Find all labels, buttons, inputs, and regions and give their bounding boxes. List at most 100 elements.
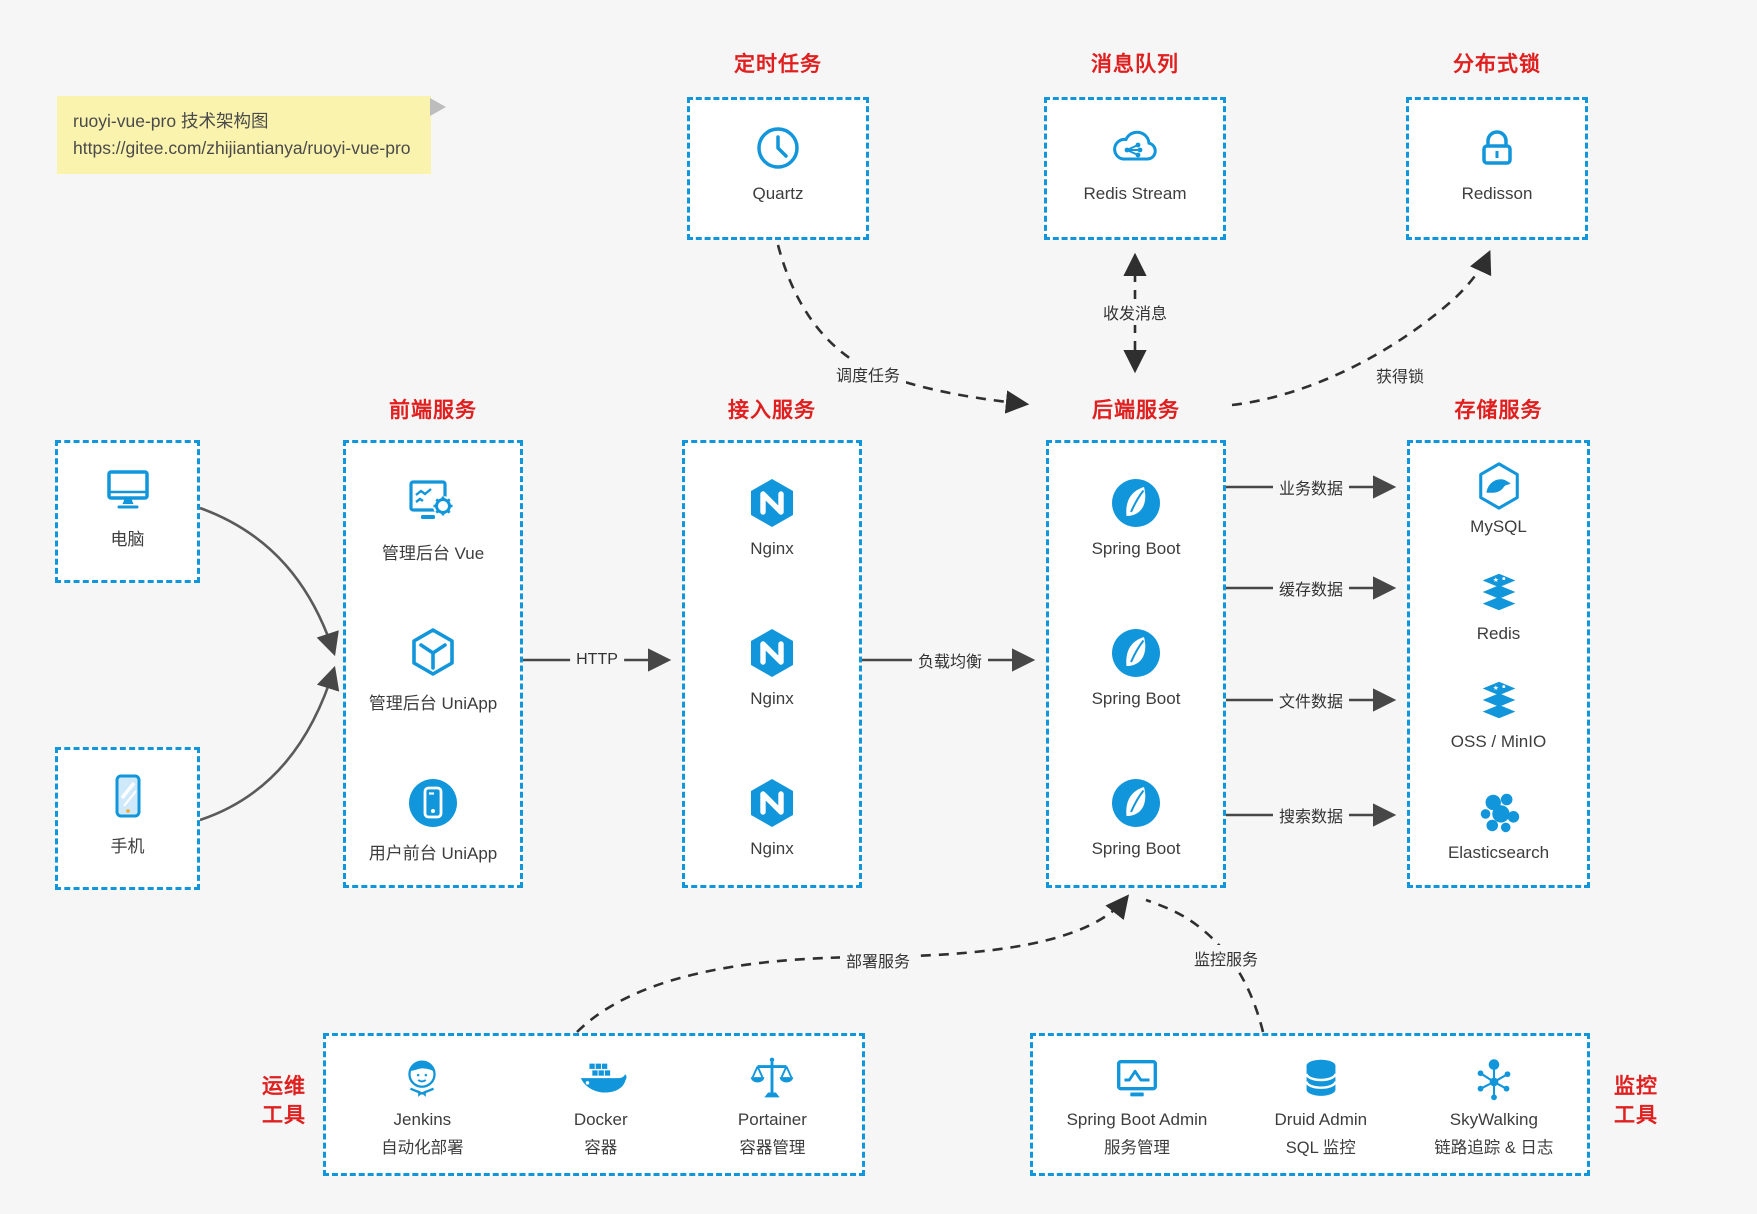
monitoring-title-line2: 工具 <box>1614 1104 1658 1128</box>
redisson-box: Redisson <box>1406 97 1588 240</box>
network-icon <box>1477 1058 1511 1100</box>
quartz-item: Quartz <box>690 120 866 204</box>
note-fold-corner <box>429 98 446 116</box>
redis-stack-icon <box>1482 573 1515 611</box>
monitoring-item-sba: Spring Boot Admin 服务管理 <box>1066 1054 1208 1158</box>
quartz-box: Quartz <box>687 97 869 240</box>
frontend-item-user-uniapp: 用户前台 UniApp <box>346 775 520 864</box>
edge-label-http: HTTP <box>570 650 624 670</box>
edge-mobile-to-frontend <box>199 665 340 822</box>
devops-item-desc: 自动化部署 <box>381 1138 464 1157</box>
user-front-icon <box>409 779 457 827</box>
group-title-gateway: 接入服务 <box>728 399 816 422</box>
storage-item-oss-minio: OSS / MinIO <box>1410 676 1587 752</box>
monitoring-title: 监控 工具 <box>1600 1072 1672 1131</box>
jenkins-icon <box>408 1060 437 1097</box>
edge-label-business-data: 业务数据 <box>1272 474 1350 500</box>
monitoring-item-druid: Druid Admin SQL 监控 <box>1274 1054 1368 1158</box>
elasticsearch-icon <box>1480 793 1519 833</box>
storage-item-label: Elasticsearch <box>1447 843 1550 862</box>
mobile-label: 手机 <box>110 837 145 856</box>
monitoring-title-line1: 监控 <box>1614 1075 1658 1098</box>
gateway-item-label: Nginx <box>750 839 794 858</box>
frontend-box: 管理后台 Vue 管理后台 UniApp 用户前台 UniApp <box>343 440 523 888</box>
edge-label-file-data: 文件数据 <box>1272 687 1350 713</box>
backend-item-label: Spring Boot <box>1091 539 1181 558</box>
pc-item: 电脑 <box>58 463 197 550</box>
frontend-item-admin-vue: 管理后台 Vue <box>346 475 520 564</box>
clock-icon <box>757 127 799 169</box>
nginx-icon <box>751 479 793 527</box>
monitoring-box: Spring Boot Admin 服务管理 Druid Admin SQL 监… <box>1030 1033 1590 1176</box>
edge-acquire-lock-line <box>1231 250 1492 407</box>
gateway-item-nginx-3: Nginx <box>685 775 859 859</box>
redis-stream-box: Redis Stream <box>1044 97 1226 240</box>
gateway-item-nginx-1: Nginx <box>685 475 859 559</box>
redisson-item: Redisson <box>1409 120 1585 204</box>
group-title-backend: 后端服务 <box>1092 399 1180 422</box>
sticky-note: ruoyi-vue-pro 技术架构图 https://gitee.com/zh… <box>57 96 446 175</box>
storage-item-label: Redis <box>1476 624 1521 643</box>
note-title: ruoyi-vue-pro 技术架构图 <box>73 111 269 131</box>
group-title-scheduled-job: 定时任务 <box>734 53 822 76</box>
frontend-item-label: 管理后台 Vue <box>381 544 485 563</box>
edge-label-acquire-lock: 获得锁 <box>1369 362 1431 388</box>
devops-title-line1: 运维 <box>262 1075 306 1098</box>
devops-title-line2: 工具 <box>262 1104 306 1128</box>
desktop-icon <box>106 470 149 509</box>
devops-item-name: Jenkins <box>393 1109 452 1129</box>
devops-box: Jenkins 自动化部署 Docker 容器 Portainer 容器管理 <box>323 1033 865 1176</box>
redisson-label: Redisson <box>1461 184 1533 203</box>
admin-vue-icon <box>409 480 453 519</box>
group-title-storage: 存储服务 <box>1454 399 1543 422</box>
devops-item-jenkins: Jenkins 自动化部署 <box>381 1054 464 1158</box>
devops-item-docker: Docker 容器 <box>574 1054 628 1158</box>
note-url: https://gitee.com/zhijiantianya/ruoyi-vu… <box>73 138 411 159</box>
storage-box: MySQL Redis OSS / MinIO Elasticsearch <box>1407 440 1590 888</box>
monitoring-item-skywalking: SkyWalking 链路追踪 & 日志 <box>1434 1054 1553 1158</box>
gateway-box: Nginx Nginx Nginx <box>682 440 862 888</box>
monitoring-item-desc: 服务管理 <box>1103 1138 1170 1157</box>
backend-item-label: Spring Boot <box>1091 839 1181 858</box>
backend-box: Spring Boot Spring Boot Spring Boot <box>1046 440 1226 888</box>
devops-item-desc: 容器管理 <box>739 1138 806 1157</box>
devops-item-name: Portainer <box>737 1109 807 1129</box>
storage-item-label: MySQL <box>1470 517 1527 536</box>
edge-label-load-balance: 负载均衡 <box>911 647 989 673</box>
edge-label-cache-data: 缓存数据 <box>1272 575 1350 601</box>
storage-item-elasticsearch: Elasticsearch <box>1410 787 1587 863</box>
group-title-message-queue: 消息队列 <box>1091 53 1179 76</box>
spring-boot-icon <box>1112 479 1160 527</box>
redis-stream-label: Redis Stream <box>1083 184 1187 203</box>
phone-icon <box>115 774 140 818</box>
spring-boot-icon <box>1112 779 1160 827</box>
redis-stack-icon <box>1482 681 1515 719</box>
storage-item-mysql: MySQL <box>1410 461 1587 537</box>
backend-item-label: Spring Boot <box>1091 689 1181 708</box>
mobile-box: 手机 <box>55 747 200 890</box>
gateway-item-nginx-2: Nginx <box>685 625 859 709</box>
edge-label-schedule: 调度任务 <box>829 361 907 387</box>
cloud-share-icon <box>1113 130 1157 161</box>
monitoring-item-desc: 链路追踪 & 日志 <box>1434 1138 1554 1157</box>
database-icon <box>1305 1059 1337 1096</box>
edge-label-deploy: 部署服务 <box>839 947 917 973</box>
pc-box: 电脑 <box>55 440 200 583</box>
edge-pc-to-frontend <box>199 506 339 657</box>
monitoring-item-name: Druid Admin <box>1274 1109 1368 1129</box>
frontend-item-admin-uniapp: 管理后台 UniApp <box>346 625 520 714</box>
devops-item-desc: 容器 <box>584 1138 618 1157</box>
backend-item-spring-2: Spring Boot <box>1049 625 1223 709</box>
mysql-icon <box>1478 462 1519 510</box>
monitoring-item-desc: SQL 监控 <box>1285 1138 1356 1157</box>
devops-item-portainer: Portainer 容器管理 <box>738 1054 807 1158</box>
storage-item-redis: Redis <box>1410 568 1587 644</box>
gateway-item-label: Nginx <box>750 539 794 558</box>
monitoring-item-name: Spring Boot Admin <box>1066 1109 1208 1129</box>
group-title-distributed-lock: 分布式锁 <box>1453 53 1541 76</box>
frontend-item-label: 用户前台 UniApp <box>368 844 498 863</box>
backend-item-spring-1: Spring Boot <box>1049 475 1223 559</box>
devops-title: 运维 工具 <box>248 1072 320 1131</box>
lock-icon <box>1482 130 1512 165</box>
